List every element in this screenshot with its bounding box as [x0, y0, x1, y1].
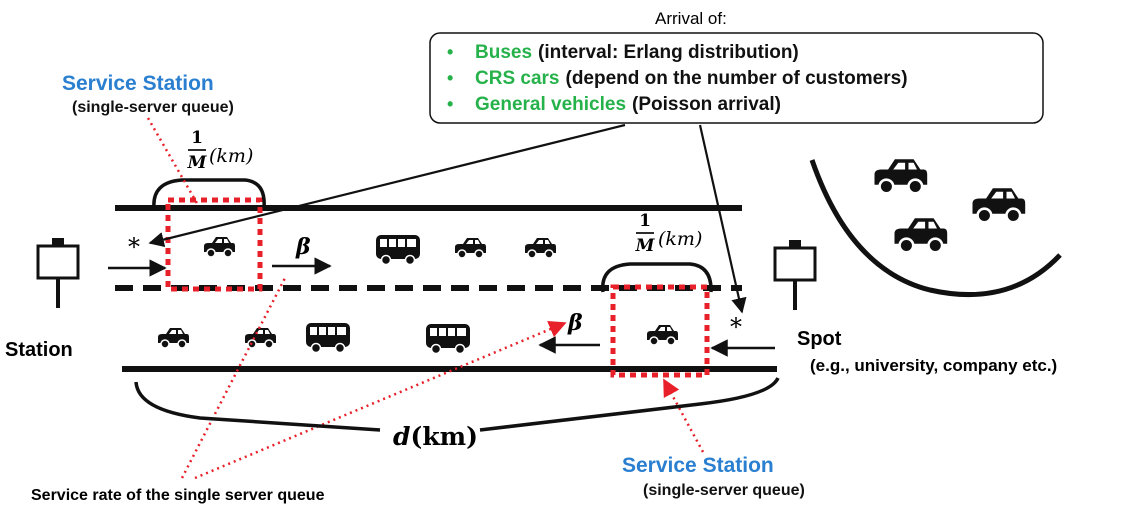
arrival-term: Buses: [475, 42, 532, 63]
service-rate-pointer-bottom: [194, 321, 567, 480]
car-icon: [203, 236, 236, 258]
arrival-callout-title: Arrival of:: [655, 9, 727, 28]
bus-icon: [305, 322, 351, 354]
segment-right-numerator: 1: [639, 211, 651, 231]
service-queue-box-right: [610, 284, 710, 378]
arrival-list: • Buses (interval: Erlang distribution) •…: [447, 42, 908, 115]
segment-right-denominator: M: [635, 236, 656, 256]
arrival-desc: (interval: Erlang distribution): [538, 42, 799, 63]
service-queue-box-left: [165, 197, 263, 292]
segment-left-unit: (km): [209, 145, 253, 167]
arrival-item-general-vehicles: General vehicles (Poisson arrival): [475, 94, 781, 115]
station-label: Station: [5, 339, 73, 361]
segment-label-right: 1 M (km): [635, 211, 703, 256]
service-station-right-subtitle: (single-server queue): [643, 482, 805, 499]
arrival-marker-right: *: [730, 313, 742, 341]
segment-brace-left: [152, 178, 266, 209]
segment-brace-right: [601, 262, 713, 293]
segment-left-numerator: 1: [191, 128, 203, 148]
distance-unit: (km): [410, 422, 477, 451]
arrival-item-bullet: •: [447, 42, 453, 62]
segment-label-left: 1 M (km): [187, 128, 254, 173]
road: [115, 205, 777, 372]
arrival-desc: (Poisson arrival): [632, 94, 781, 115]
callout-pointer-left: [148, 123, 626, 248]
beta-label-top: β: [295, 234, 311, 260]
service-station-right-pointer: [662, 378, 705, 453]
service-station-right-title: Service Station: [622, 454, 774, 477]
parking-lot-curve: [809, 159, 1062, 298]
bus-icon: [425, 323, 471, 355]
spot-label: Spot: [797, 328, 842, 350]
arrival-term: General vehicles: [475, 94, 626, 115]
arrival-term: CRS cars: [475, 68, 560, 89]
distance-label: d(km): [393, 422, 478, 451]
arrival-item-crs-cars: CRS cars (depend on the number of custome…: [475, 68, 908, 89]
distance-var: d: [393, 422, 410, 451]
car-icon: [454, 237, 487, 259]
spot-sign-icon: [773, 238, 817, 312]
segment-left-denominator: M: [187, 153, 208, 173]
distance-brace: [134, 377, 780, 432]
arrival-marker-left: *: [128, 233, 140, 261]
service-station-left-subtitle: (single-server queue): [72, 99, 234, 116]
spot-examples: (e.g., university, company etc.): [810, 356, 1057, 375]
arrival-desc: (depend on the number of customers): [566, 68, 908, 89]
car-icon: [524, 237, 557, 259]
arrival-item-bullet: •: [447, 94, 453, 114]
arrival-item-bullet: •: [447, 68, 453, 88]
car-icon: [971, 187, 1027, 224]
arrival-item-buses: Buses (interval: Erlang distribution): [475, 42, 799, 63]
service-rate-label: Service rate of the single server queue: [31, 487, 325, 504]
callout-pointer-right: [698, 124, 747, 314]
arrival-callout-box: [429, 32, 1044, 124]
car-icon: [873, 158, 929, 195]
car-icon: [893, 217, 949, 254]
service-rate-pointer-top: [180, 277, 287, 479]
beta-label-bottom: β: [567, 310, 583, 336]
station-sign-icon: [36, 236, 80, 310]
car-icon: [157, 327, 190, 349]
service-station-left-title: Service Station: [62, 72, 214, 95]
bus-icon: [375, 234, 421, 266]
segment-right-unit: (km): [658, 228, 702, 250]
car-icon: [244, 327, 277, 349]
car-icon: [646, 324, 679, 346]
